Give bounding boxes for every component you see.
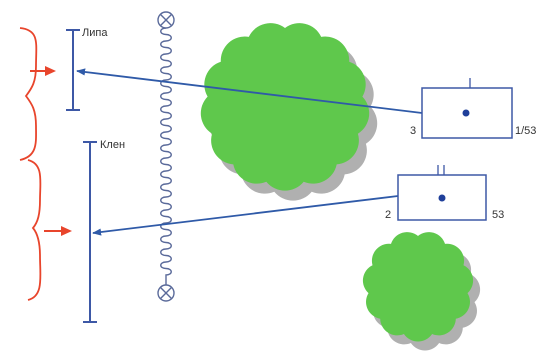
coil-wire — [160, 27, 172, 285]
lamp-top-icon — [157, 11, 175, 29]
arrow-red-top — [30, 66, 56, 76]
tree-large-icon — [200, 23, 378, 201]
scale-label-klen: Клен — [100, 139, 125, 151]
lamp-bottom-icon — [157, 284, 175, 302]
instrument-1-left-label: 3 — [410, 125, 416, 137]
sensor-dot — [462, 109, 470, 117]
pointer-line-klen — [92, 195, 399, 236]
tree-small-icon — [362, 232, 481, 351]
scale-label-lipa: Липа — [82, 27, 108, 39]
instrument-box-2: 2 53 — [385, 165, 504, 221]
instrument-1-right-label: 1/53 — [515, 125, 536, 137]
scale-klen: Клен — [83, 139, 125, 323]
sensor-dot — [438, 194, 446, 202]
instrument-2-right-label: 53 — [492, 209, 504, 221]
arrow-red-bottom — [44, 226, 72, 236]
bracket-top — [19, 27, 38, 161]
instrument-box-1: 3 1/53 — [410, 78, 536, 139]
pointer-line-lipa — [76, 68, 423, 114]
scale-lipa: Липа — [66, 27, 108, 111]
bracket-bottom — [27, 159, 42, 301]
instrument-2-left-label: 2 — [385, 209, 391, 221]
